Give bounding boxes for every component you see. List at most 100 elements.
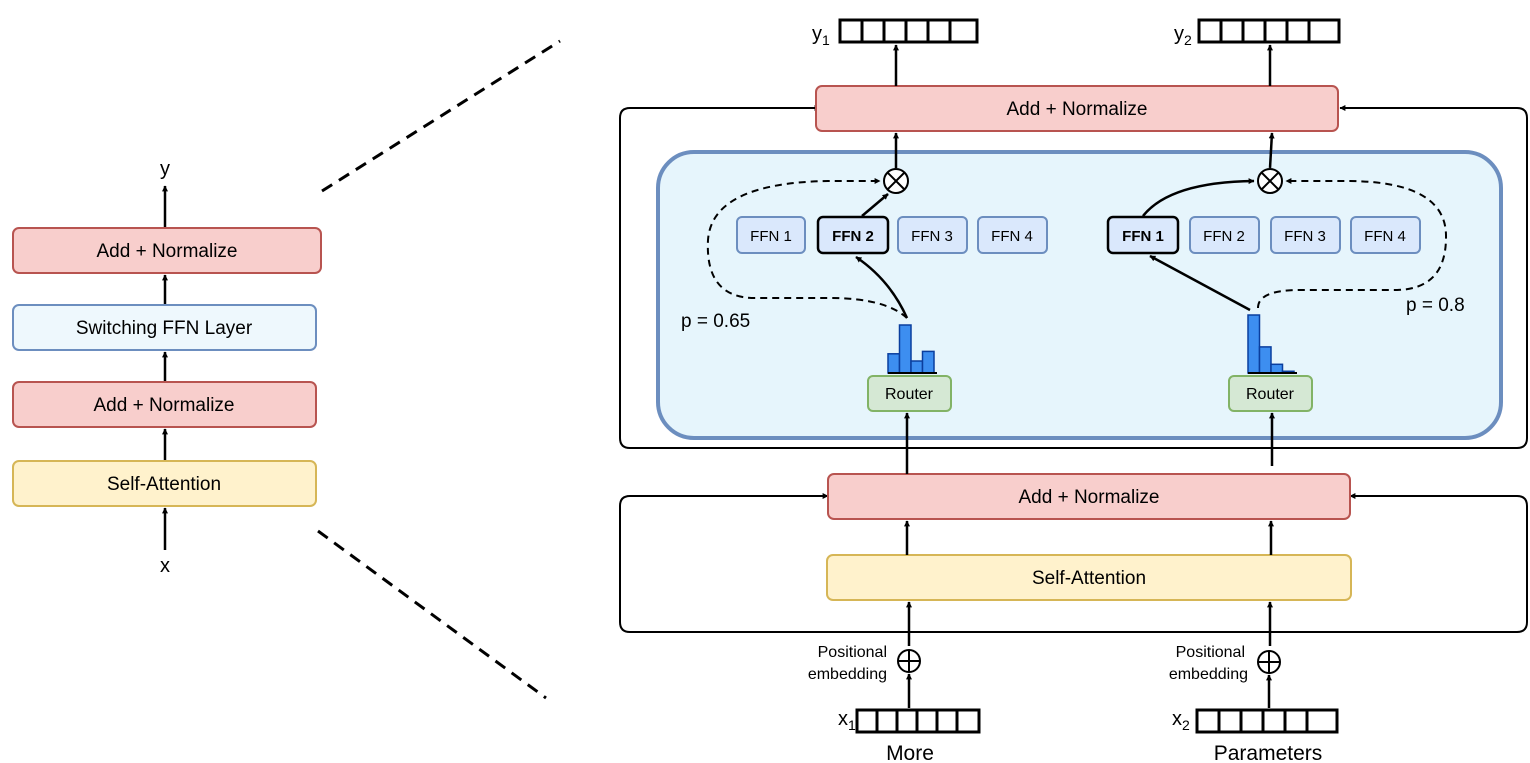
token1-router — [867, 375, 952, 412]
token2-output-cell — [1197, 18, 1223, 44]
token1-input-cell — [875, 708, 899, 734]
token2-router — [1228, 375, 1313, 412]
token2-histogram-bar — [1270, 363, 1284, 374]
token1-expert-box — [897, 216, 968, 254]
token1-histogram-bar — [910, 360, 924, 374]
token2-output-label: y2 — [1174, 23, 1192, 48]
token1-output-cell — [926, 18, 952, 44]
token1-output-cell — [904, 18, 930, 44]
token2-expert-label: FFN 4 — [1364, 228, 1406, 245]
token1-histogram-bar — [887, 353, 901, 374]
right-add-normalize-top-label: Add + Normalize — [1007, 99, 1148, 120]
token2-expert-label: FFN 2 — [1203, 228, 1245, 245]
token2-expert-box — [1350, 216, 1421, 254]
right-self-attention — [826, 554, 1352, 601]
token2-input-cell — [1217, 708, 1243, 734]
zoom-line-top — [321, 39, 561, 193]
token2-router-label: Router — [1246, 386, 1295, 403]
token2-arrow-mul-up — [1268, 132, 1275, 169]
token2-expert-box-selected — [1106, 215, 1180, 255]
token2-arrow-ffn-to-mul — [1142, 178, 1255, 217]
right-add-normalize-bottom — [827, 473, 1351, 520]
token2-add-icon — [1258, 651, 1280, 673]
token2-multiply-icon — [1260, 171, 1280, 191]
token2-expert-box — [1270, 216, 1341, 254]
left-add-normalize-top — [12, 227, 322, 274]
switching-ffn-panel — [656, 150, 1503, 440]
token1-multiply-icon — [886, 171, 906, 191]
token2-input-cell — [1261, 708, 1287, 734]
token1-add-icon — [898, 650, 920, 672]
token1-histogram-bar — [898, 324, 912, 374]
token1-output-cell — [860, 18, 886, 44]
left-self-attention — [12, 460, 317, 507]
right-add-normalize-bottom-label: Add + Normalize — [1019, 487, 1160, 508]
token1-input-cell — [955, 708, 981, 734]
token1-output-vector — [838, 18, 979, 44]
token1-input-cell — [915, 708, 939, 734]
token2-arrow-router-to-ffn — [1149, 254, 1251, 312]
token2-input-cell — [1283, 708, 1309, 734]
token1-pos-line2: embedding — [808, 666, 887, 683]
token2-router-histogram — [1247, 314, 1297, 374]
token1-input-vector — [855, 708, 981, 734]
left-add-normalize-mid-label: Add + Normalize — [94, 395, 235, 416]
token1-expert-label: FFN 2 — [832, 228, 874, 245]
residual-frame-top — [619, 107, 1528, 449]
token2-input-vector — [1195, 708, 1339, 734]
token1-gate-path — [706, 178, 908, 319]
token1-column: y1 FFN 1 FFN 2 FFN 3 FFN 4 — [681, 18, 1048, 763]
token2-output-cell — [1241, 18, 1267, 44]
token1-router-histogram — [887, 324, 937, 374]
token2-gate-path — [1257, 178, 1448, 309]
token2-expert-label: FFN 3 — [1284, 228, 1326, 245]
token2-output-cell — [1263, 18, 1289, 44]
token2-input-label: x2 — [1172, 708, 1190, 733]
token2-column: y2 FFN 1 FFN 2 FFN 3 FFN 4 — [1106, 18, 1465, 763]
token2-pos-line1: Positional — [1176, 644, 1245, 661]
token1-word: More — [886, 742, 934, 763]
token1-expert-label: FFN 1 — [750, 228, 792, 245]
token1-experts: FFN 1 FFN 2 FFN 3 FFN 4 — [736, 215, 1048, 255]
token1-histogram-bar — [921, 350, 935, 374]
token1-input-cell — [895, 708, 919, 734]
zoom-line-bottom — [317, 529, 547, 700]
token2-word: Parameters — [1214, 742, 1323, 763]
token1-output-cell — [882, 18, 908, 44]
right-add-normalize-top — [815, 85, 1339, 132]
token2-output-cell — [1307, 18, 1341, 44]
token2-probability: p = 0.8 — [1406, 295, 1465, 316]
token1-expert-box — [977, 216, 1048, 254]
token2-input-cell — [1305, 708, 1339, 734]
token2-output-vector — [1197, 18, 1341, 44]
left-output-label: y — [160, 158, 170, 180]
token1-output-label: y1 — [812, 23, 830, 48]
token2-output-cell — [1285, 18, 1311, 44]
token1-router-label: Router — [885, 386, 934, 403]
left-input-label: x — [160, 555, 170, 577]
left-switching-ffn-label: Switching FFN Layer — [76, 318, 253, 339]
token1-expert-box — [736, 216, 806, 254]
token2-input-cell — [1195, 708, 1221, 734]
left-self-attention-label: Self-Attention — [107, 474, 221, 495]
token1-output-cell — [838, 18, 864, 44]
left-add-normalize-top-label: Add + Normalize — [97, 241, 238, 262]
left-add-normalize-mid — [12, 381, 317, 428]
token1-input-label: x1 — [838, 708, 856, 733]
residual-frame-bottom — [619, 495, 1528, 633]
token1-pos-line1: Positional — [818, 644, 887, 661]
token2-input-cell — [1239, 708, 1265, 734]
token1-probability: p = 0.65 — [681, 311, 750, 332]
token1-expert-box-selected — [816, 215, 890, 255]
token1-expert-label: FFN 3 — [911, 228, 953, 245]
token2-experts: FFN 1 FFN 2 FFN 3 FFN 4 — [1106, 215, 1421, 255]
left-switching-ffn-layer — [12, 304, 317, 351]
left-encoder-stack: y Add + Normalize Switching FFN Layer Ad… — [12, 158, 322, 577]
token1-expert-label: FFN 4 — [991, 228, 1033, 245]
token1-input-cell — [855, 708, 879, 734]
token2-histogram-bar — [1247, 314, 1261, 374]
token1-input-cell — [935, 708, 959, 734]
token1-output-cell — [948, 18, 979, 44]
token2-histogram-bar — [1258, 346, 1272, 374]
